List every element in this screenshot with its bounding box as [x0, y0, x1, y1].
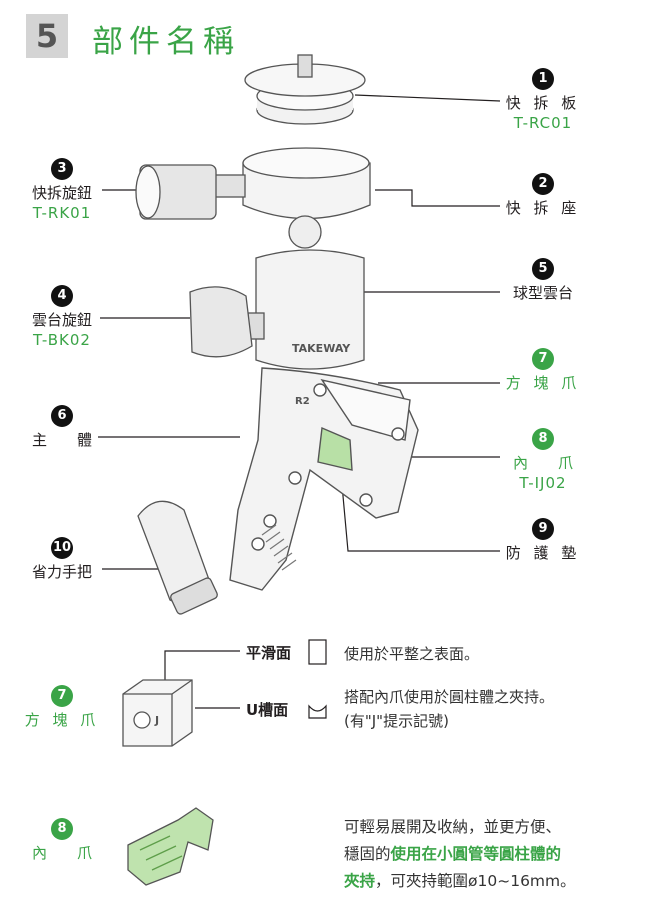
flat-surface-icon [308, 639, 327, 665]
inner-jaw-line-2-highlight: 使用在小圓管等圓柱體的 [390, 845, 562, 863]
part-name: 內 爪 [31, 844, 92, 862]
callout-badge: 6 [51, 405, 73, 427]
inner-jaw-line-2-plain: 穩固的 [344, 845, 391, 863]
part-code: T-RK01 [32, 204, 92, 222]
part-name: 防 護 墊 [505, 544, 581, 562]
block-jaw-illustration: J [122, 679, 193, 747]
u-groove-label: U槽面 [246, 701, 289, 719]
part-code: T-RC01 [513, 114, 573, 132]
inner-jaw-line-2: 穩固的使用在小圓管等圓柱體的 [344, 841, 644, 868]
inner-jaw-description: 可輕易展開及收納，並更方便、 穩固的使用在小圓管等圓柱體的 夾持，可夾持範圍ø1… [344, 814, 644, 895]
inner-jaw-line-3-plain: ，可夾持範圍ø10~16mm。 [375, 872, 576, 890]
u-groove-note: (有"J"提示記號) [344, 712, 449, 730]
inner-jaw-line-3: 夾持，可夾持範圍ø10~16mm。 [344, 868, 644, 895]
u-groove-description: 搭配內爪使用於圓柱體之夾持。 [344, 688, 555, 706]
callout-badge: 7 [51, 685, 73, 707]
quick-release-base [135, 147, 371, 220]
part-name: 省力手把 [31, 563, 92, 581]
callout-badge: 10 [51, 537, 73, 559]
callout-badge: 7 [532, 348, 554, 370]
part-name: 快 拆 座 [505, 199, 581, 217]
callout-head-knob: 4 雲台旋鈕 T-BK02 [22, 285, 102, 349]
block-jaw-heading: 7 方 塊 爪 [22, 685, 102, 730]
j-mark: J [154, 714, 159, 727]
ball-head: TAKEWAY [189, 215, 365, 370]
callout-badge: 3 [51, 158, 73, 180]
handle [137, 500, 218, 615]
callout-block-jaw: 7 方 塊 爪 [505, 348, 581, 393]
callout-badge: 8 [51, 818, 73, 840]
page-title: 部件名稱 [92, 24, 240, 60]
section-number: 5 [26, 14, 68, 58]
part-name: 方 塊 爪 [24, 711, 100, 729]
u-groove-icon [308, 704, 327, 719]
callout-badge: 1 [532, 68, 554, 90]
callout-quick-release-base: 2 快 拆 座 [505, 173, 581, 218]
part-name: 快拆旋鈕 [31, 184, 92, 202]
inner-jaw-line-1: 可輕易展開及收納，並更方便、 [344, 818, 562, 836]
callout-quick-release-plate: 1 快 拆 板 T-RC01 [505, 68, 581, 132]
flat-surface-label: 平滑面 [246, 644, 292, 662]
callout-handle: 10 省力手把 [22, 537, 102, 582]
callout-badge: 5 [532, 258, 554, 280]
part-name: 方 塊 爪 [505, 374, 581, 392]
part-code: T-BK02 [33, 331, 91, 349]
callout-protective-pad: 9 防 護 墊 [505, 518, 581, 563]
callout-inner-jaw: 8 內 爪 T-IJ02 [505, 428, 581, 492]
inner-jaw-illustration [127, 807, 214, 886]
callout-badge: 2 [532, 173, 554, 195]
part-name: 主 體 [31, 431, 92, 449]
part-name: 雲台旋鈕 [31, 311, 92, 329]
quick-release-plate [244, 54, 366, 125]
flat-surface-description: 使用於平整之表面。 [344, 645, 480, 663]
callout-ball-head: 5 球型雲台 [505, 258, 581, 303]
brand-mark: TAKEWAY [292, 342, 351, 355]
inner-jaw-heading: 8 內 爪 [22, 818, 102, 863]
part-name: 內 爪 [512, 454, 573, 472]
part-code: T-IJ02 [519, 474, 567, 492]
callout-main-body: 6 主 體 [22, 405, 102, 450]
model-mark: R2 [295, 396, 310, 407]
callout-badge: 8 [532, 428, 554, 450]
callout-badge: 9 [532, 518, 554, 540]
part-name: 球型雲台 [512, 284, 573, 302]
callout-quick-release-knob: 3 快拆旋鈕 T-RK01 [22, 158, 102, 222]
callout-badge: 4 [51, 285, 73, 307]
part-name: 快 拆 板 [505, 94, 581, 112]
clamp-body: R2 [229, 367, 419, 591]
inner-jaw-line-3-highlight: 夾持 [344, 872, 376, 890]
